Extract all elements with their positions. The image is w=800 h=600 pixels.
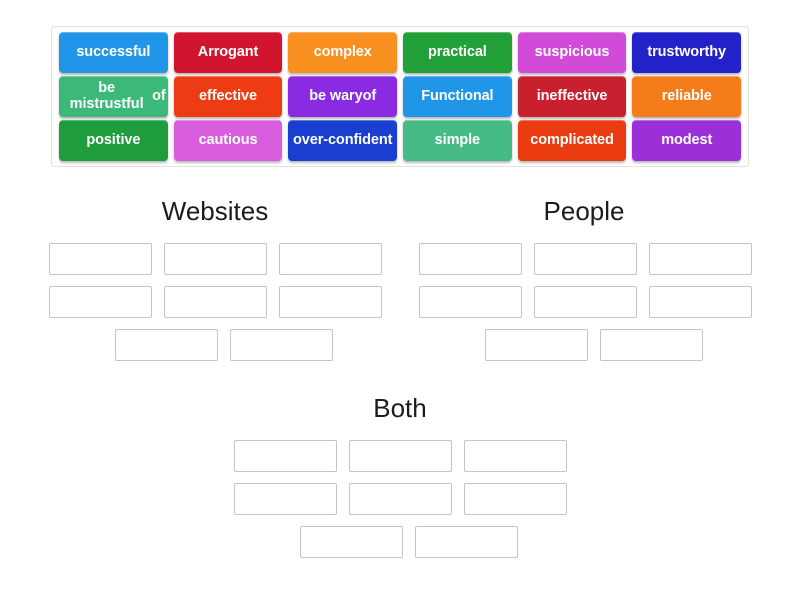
word-tile[interactable]: Functional	[403, 76, 512, 117]
word-tile[interactable]: ineffective	[517, 76, 627, 117]
word-tile[interactable]: effective	[173, 76, 283, 117]
word-tile[interactable]: be wary of	[288, 76, 398, 117]
drop-slot[interactable]	[115, 329, 218, 361]
drop-slot[interactable]	[230, 329, 333, 361]
word-tile[interactable]: successful	[59, 32, 168, 73]
drop-slot[interactable]	[485, 329, 588, 361]
drop-slot[interactable]	[49, 286, 152, 318]
drop-slot[interactable]	[419, 286, 522, 318]
category-title-websites: Websites	[161, 196, 269, 226]
drop-slot[interactable]	[234, 483, 337, 515]
drop-slot[interactable]	[164, 243, 267, 275]
drop-slot[interactable]	[415, 526, 518, 558]
category-title-people: People	[543, 196, 625, 226]
drop-slot[interactable]	[300, 526, 403, 558]
category-title-both: Both	[373, 393, 427, 423]
drop-slot-row	[49, 329, 399, 361]
drop-slot-row	[419, 286, 769, 318]
drop-slot[interactable]	[600, 329, 703, 361]
word-tile[interactable]: practical	[403, 32, 512, 73]
drop-slot[interactable]	[279, 243, 382, 275]
drop-slot-row	[49, 243, 399, 275]
drop-slot[interactable]	[464, 440, 567, 472]
drop-slot-row	[234, 483, 584, 515]
drop-slot[interactable]	[534, 243, 637, 275]
drop-slot[interactable]	[649, 243, 752, 275]
drop-slot-row	[419, 329, 769, 361]
word-tile[interactable]: reliable	[632, 76, 742, 117]
drop-slot-row	[49, 286, 399, 318]
drop-slot[interactable]	[349, 483, 452, 515]
word-tile[interactable]: simple	[403, 120, 512, 161]
drop-slot[interactable]	[464, 483, 567, 515]
drop-slot[interactable]	[49, 243, 152, 275]
word-tile[interactable]: trustworthy	[632, 32, 742, 73]
word-tile[interactable]: be mistrustful of	[59, 76, 168, 117]
drop-slot[interactable]	[279, 286, 382, 318]
drop-slot[interactable]	[419, 243, 522, 275]
word-tile[interactable]: complex	[288, 32, 398, 73]
drop-slot[interactable]	[164, 286, 267, 318]
drop-slot[interactable]	[234, 440, 337, 472]
word-tile[interactable]: suspicious	[517, 32, 627, 73]
drop-slot[interactable]	[349, 440, 452, 472]
drop-zone-people[interactable]	[419, 243, 769, 361]
word-tile[interactable]: Arrogant	[173, 32, 283, 73]
drop-slot-row	[234, 526, 584, 558]
drop-slot-row	[419, 243, 769, 275]
drop-slot[interactable]	[534, 286, 637, 318]
drop-slot[interactable]	[649, 286, 752, 318]
word-tile[interactable]: modest	[632, 120, 742, 161]
drop-zone-websites[interactable]	[49, 243, 399, 361]
drop-zone-both[interactable]	[234, 440, 584, 558]
drop-slot-row	[234, 440, 584, 472]
word-tile[interactable]: positive	[59, 120, 168, 161]
word-tile[interactable]: over-confident	[288, 120, 398, 161]
word-tile[interactable]: complicated	[517, 120, 627, 161]
word-tile[interactable]: cautious	[173, 120, 283, 161]
